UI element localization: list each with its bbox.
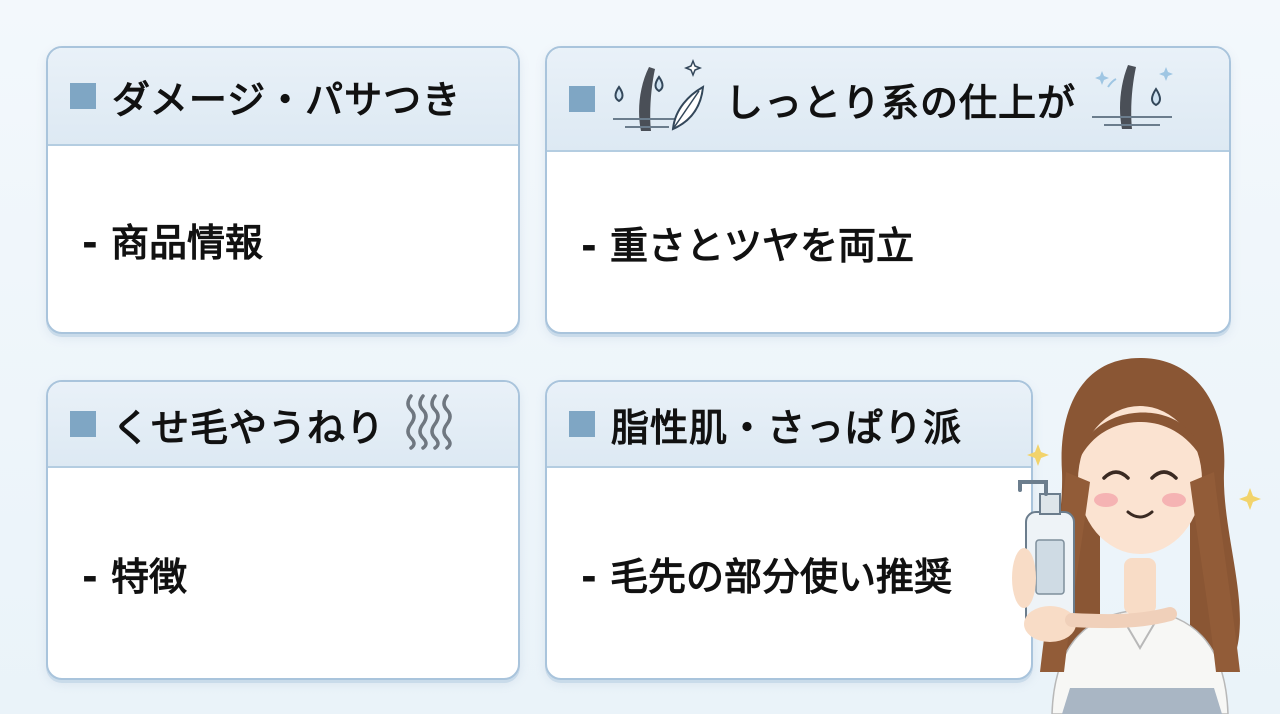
wavy-lines-icon xyxy=(403,392,459,456)
bullet-square-icon xyxy=(70,83,96,109)
bullet-square-icon xyxy=(70,411,96,437)
bullet-square-icon xyxy=(569,411,595,437)
card-wavy: くせ毛やうねり - 特徴 xyxy=(46,380,520,680)
card-body-text: - 毛先の部分使い推奨 xyxy=(581,554,953,599)
woman-holding-bottle-illustration xyxy=(1000,352,1280,714)
card-header: 脂性肌・さっぱり派 xyxy=(547,382,1031,468)
card-body: - 商品情報 xyxy=(48,146,518,332)
card-title: しっとり系の仕上が xyxy=(725,80,1077,125)
card-title: くせ毛やうねり xyxy=(112,405,386,450)
sparkle-icon xyxy=(1239,488,1261,510)
card-damage: ダメージ・パサつき - 商品情報 xyxy=(46,46,520,334)
card-oily: 脂性肌・さっぱり派 - 毛先の部分使い推奨 xyxy=(545,380,1033,680)
bullet-square-icon xyxy=(569,86,595,112)
sparkle-icon xyxy=(1027,444,1049,466)
card-body-text: - 商品情報 xyxy=(82,220,264,265)
card-body: - 重さとツヤを両立 xyxy=(547,152,1229,332)
card-title: 脂性肌・さっぱり派 xyxy=(611,405,963,450)
hair-droplet-icon xyxy=(1090,57,1174,141)
card-header: ダメージ・パサつき xyxy=(48,48,518,146)
card-header: くせ毛やうねり xyxy=(48,382,518,468)
card-body: - 特徴 xyxy=(48,468,518,678)
card-body: - 毛先の部分使い推奨 xyxy=(547,468,1031,678)
card-moist: しっとり系の仕上が - 重さとツヤを両立 xyxy=(545,46,1231,334)
card-body-text: - 重さとツヤを両立 xyxy=(581,223,915,268)
hair-droplet-feather-icon xyxy=(611,57,711,141)
card-body-text: - 特徴 xyxy=(82,554,188,599)
card-title: ダメージ・パサつき xyxy=(112,77,462,122)
card-header: しっとり系の仕上が xyxy=(547,48,1229,152)
